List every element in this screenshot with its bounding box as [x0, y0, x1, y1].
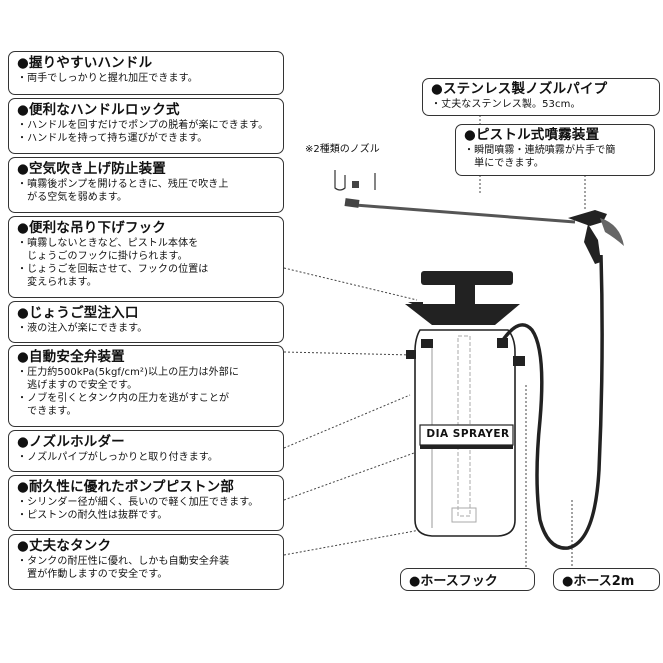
feature-title: ●耐久性に優れたポンプピストン部 — [17, 479, 235, 495]
feature-box-piston: ●耐久性に優れたポンプピストン部 ・シリンダー径が細く、長いので軽く加圧できます… — [8, 475, 284, 531]
feature-title: ●握りやすいハンドル — [17, 55, 153, 71]
feature-line: ・噴霧しないときなど、ピストル本体を — [17, 238, 199, 249]
feature-line: ・シリンダー径が細く、長いので軽く加圧できます。 — [17, 497, 259, 508]
nozzle-tip — [344, 198, 360, 208]
handle-stem — [455, 285, 475, 307]
tank-label: DIA SPRAYER — [426, 428, 510, 440]
pump-handle — [421, 271, 513, 285]
feature-line: できます。 — [17, 406, 77, 417]
feature-line: 単にできます。 — [464, 158, 544, 169]
leader-tank — [283, 529, 421, 556]
hose-tag: ●ホース2m — [553, 568, 660, 591]
feature-line: 置が作動しますので安全です。 — [17, 569, 168, 580]
feature-line: ・じょうごを回転させて、フックの位置は — [17, 264, 209, 275]
feature-line: がる空気を弱めます。 — [17, 192, 128, 203]
feature-box-air-prevention: ●空気吹き上げ防止装置 ・噴霧後ポンプを開けるときに、残圧で吹き上 がる空気を弱… — [8, 157, 284, 213]
feature-title: ●便利なハンドルロック式 — [17, 102, 180, 118]
pistol-head — [568, 210, 607, 226]
nozzle-holder — [406, 350, 416, 359]
feature-box-safety-valve: ●自動安全弁装置 ・圧力約500kPa(5kgf/cm²)以上の圧力は外部に 逃… — [8, 345, 284, 427]
feature-box-pistol: ●ピストル式噴霧装置 ・瞬間噴霧・連続噴霧が片手で簡 単にできます。 — [455, 124, 655, 176]
feature-title: ●空気吹き上げ防止装置 — [17, 161, 166, 177]
feature-line: ・瞬間噴霧・連続噴霧が片手で簡 — [464, 145, 616, 156]
feature-box-nozzle-pipe: ●ステンレス製ノズルパイプ ・丈夫なステンレス製。53cm。 — [422, 78, 660, 116]
hose-line — [501, 254, 604, 550]
hose-hook-part — [513, 356, 525, 366]
feature-title: ●自動安全弁装置 — [17, 349, 125, 365]
feature-box-tank: ●丈夫なタンク ・タンクの耐圧性に優れ、しかも自動安全弁装 置が作動しますので安… — [8, 534, 284, 590]
feature-line: ・噴霧後ポンプを開けるときに、残圧で吹き上 — [17, 179, 229, 190]
nozzle-note: ※2種類のノズル — [305, 144, 380, 155]
label-stripe — [420, 445, 513, 449]
feature-line: 変えられます。 — [17, 277, 97, 288]
feature-box-hook: ●便利な吊り下げフック ・噴霧しないときなど、ピストル本体を じょうごのフックに… — [8, 216, 284, 298]
feature-line: 逃げますので安全です。 — [17, 380, 138, 391]
feature-box-handle: ●握りやすいハンドル ・両手でしっかりと握れ加圧できます。 — [8, 51, 284, 95]
funnel — [405, 304, 520, 325]
feature-line: ・ノブを引くとタンク内の圧力を逃がすことが — [17, 393, 230, 404]
hose-hook-tag: ●ホースフック — [400, 568, 535, 591]
feature-line: じょうごのフックに掛けられます。 — [17, 251, 188, 262]
leader-piston — [283, 439, 451, 501]
feature-title: ●ステンレス製ノズルパイプ — [431, 81, 608, 97]
hose-outlet — [497, 338, 508, 348]
feature-line: ・丈夫なステンレス製。53cm。 — [431, 99, 581, 110]
spare-nozzle — [334, 170, 376, 191]
feature-line: ・ノズルパイプがしっかりと取り付きます。 — [17, 452, 218, 463]
feature-line: ・ハンドルを回すだけでポンプの脱着が楽にできます。 — [17, 120, 269, 131]
feature-line: ・圧力約500kPa(5kgf/cm²)以上の圧力は外部に — [17, 367, 239, 378]
feature-title: ●じょうご型注入口 — [17, 305, 139, 321]
feature-line: ・液の注入が楽にできます。 — [17, 323, 148, 334]
pistol-grip — [584, 224, 601, 264]
leader-nozzle-holder — [283, 394, 411, 449]
feature-title: ●便利な吊り下げフック — [17, 220, 166, 236]
feature-title: ●ノズルホルダー — [17, 434, 125, 450]
feature-line: ・タンクの耐圧性に優れ、しかも自動安全弁装 — [17, 556, 230, 567]
safety-valve — [421, 339, 433, 348]
feature-title: ●ピストル式噴霧装置 — [464, 127, 600, 143]
hanging-hook — [408, 302, 423, 309]
feature-title: ●丈夫なタンク — [17, 538, 112, 554]
feature-line: ・両手でしっかりと握れ加圧できます。 — [17, 73, 198, 84]
feature-line: ・ピストンの耐久性は抜群です。 — [17, 510, 168, 521]
feature-box-nozzle-holder: ●ノズルホルダー ・ノズルパイプがしっかりと取り付きます。 — [8, 430, 284, 472]
pistol-trigger — [600, 218, 624, 246]
nozzle-pipe-shape — [354, 203, 576, 224]
feature-box-handle-lock: ●便利なハンドルロック式 ・ハンドルを回すだけでポンプの脱着が楽にできます。 ・… — [8, 98, 284, 154]
leader-hook — [283, 267, 418, 301]
feature-box-funnel: ●じょうご型注入口 ・液の注入が楽にできます。 — [8, 301, 284, 343]
feature-line: ・ハンドルを持って持ち運びができます。 — [17, 133, 208, 144]
leader-safety-valve — [283, 351, 413, 356]
piston-base — [451, 507, 477, 523]
